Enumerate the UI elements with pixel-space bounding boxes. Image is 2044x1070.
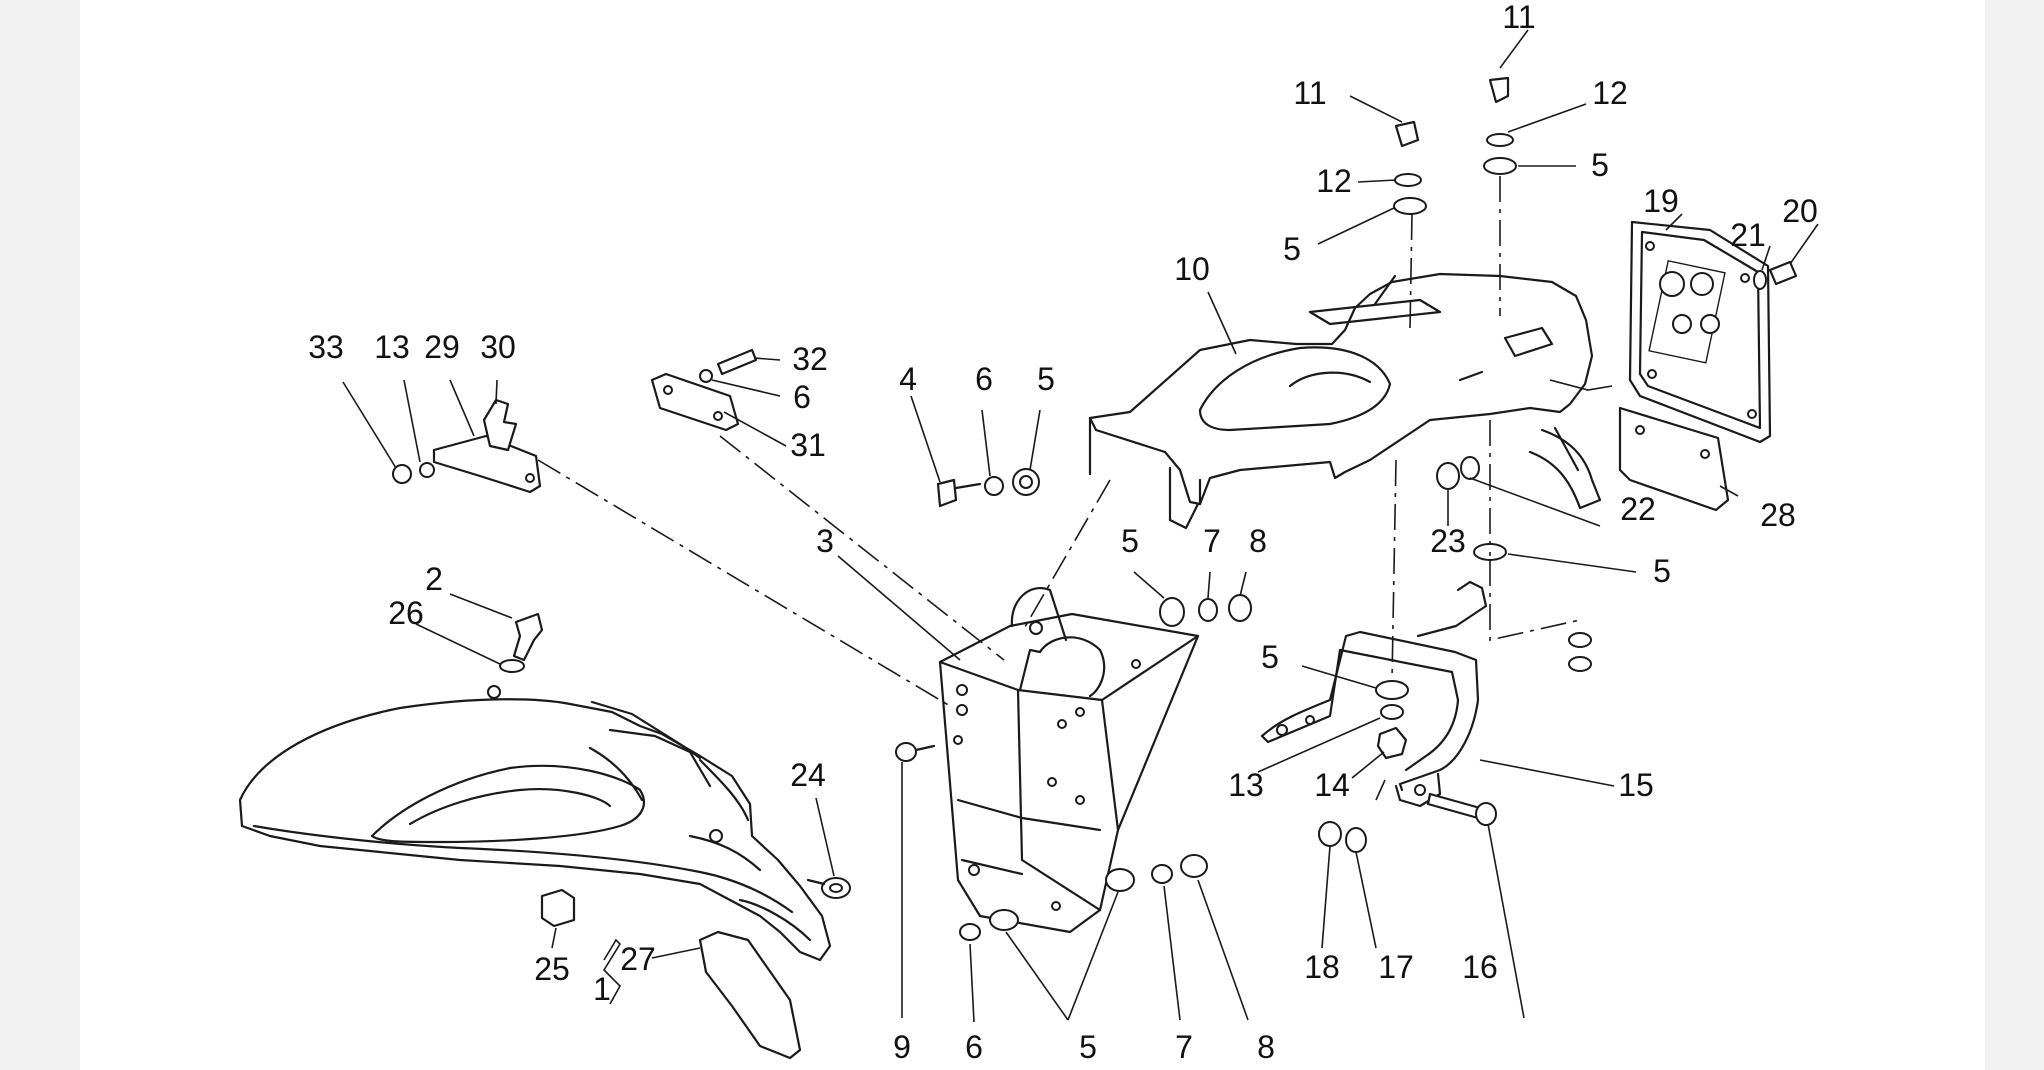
hardware-11-12-5-left [1393, 120, 1427, 215]
hardware-bottom-left [959, 854, 1208, 941]
callout-30: 30 [480, 329, 516, 365]
callout-23: 23 [1430, 523, 1466, 559]
callout-2: 2 [425, 561, 443, 597]
hardware-20-21 [1753, 260, 1798, 290]
callout-6-bottom: 6 [965, 1029, 983, 1065]
callout-5-top-right: 5 [1591, 147, 1609, 183]
callout-5-under-15: 5 [1261, 639, 1279, 675]
hardware-5-right-mid [1473, 543, 1592, 672]
mudguard-flap-part [698, 930, 802, 1060]
callout-26: 26 [388, 595, 424, 631]
callout-18: 18 [1304, 949, 1340, 985]
rear-frame-part [1088, 272, 1602, 530]
callout-13-left: 13 [374, 329, 410, 365]
callout-32: 32 [792, 341, 828, 377]
callout-5-frame: 5 [1037, 361, 1055, 397]
mudguard-support-part [938, 587, 1200, 934]
rear-mudguard-part [238, 685, 832, 962]
callout-5-centre: 5 [1121, 523, 1139, 559]
callout-8-bottom: 8 [1257, 1029, 1275, 1065]
callout-4: 4 [899, 361, 917, 397]
callout-29: 29 [424, 329, 460, 365]
callout-21: 21 [1730, 217, 1766, 253]
plate-holder-bracket-part [1260, 580, 1488, 808]
license-plate-bracket-part [1628, 220, 1772, 444]
callout-14: 14 [1314, 767, 1350, 803]
callout-11-left: 11 [1293, 75, 1326, 111]
callout-24: 24 [790, 757, 826, 793]
spacer-part [540, 888, 576, 928]
hardware-22-23 [1436, 456, 1480, 490]
callout-12-right: 12 [1592, 75, 1628, 111]
screw-and-washer-2-26 [499, 612, 544, 673]
callout-16: 16 [1462, 949, 1498, 985]
callout-12-left: 12 [1316, 163, 1352, 199]
callout-8-top: 8 [1249, 523, 1267, 559]
bracket-31-group [650, 348, 758, 432]
rear-reflector-part [1618, 406, 1730, 512]
callout-31: 31 [790, 427, 826, 463]
callout-19: 19 [1643, 183, 1679, 219]
callout-28: 28 [1760, 497, 1796, 533]
callout-5-top-left: 5 [1283, 231, 1301, 267]
eyelet-part [806, 877, 851, 899]
hardware-5-7-8-top [1159, 594, 1252, 627]
hardware-11-12-5-right [1483, 76, 1517, 175]
assembly-axes [537, 176, 1581, 801]
callout-9: 9 [893, 1029, 911, 1065]
callout-6-upper: 6 [793, 379, 811, 415]
callout-27: 27 [620, 941, 656, 977]
callout-15: 15 [1618, 767, 1654, 803]
callout-3: 3 [816, 523, 834, 559]
screw-9 [895, 735, 963, 762]
callout-33: 33 [308, 329, 344, 365]
hardware-5-13-14 [1375, 680, 1409, 760]
callout-7-top: 7 [1203, 523, 1221, 559]
callout-5-mid-right: 5 [1653, 553, 1671, 589]
callout-7-bottom: 7 [1175, 1029, 1193, 1065]
hardware-16-17-18 [1318, 792, 1497, 853]
leader-lines [342, 29, 1819, 1023]
callout-25: 25 [534, 951, 570, 987]
callout-13-right: 13 [1228, 767, 1264, 803]
callout-6-frame: 6 [975, 361, 993, 397]
callout-17: 17 [1378, 949, 1414, 985]
callout-5-bottom: 5 [1079, 1029, 1097, 1065]
callout-20: 20 [1782, 193, 1818, 229]
callout-1: 1 [593, 971, 611, 1007]
left-margin-bar [0, 0, 80, 1070]
callout-10: 10 [1174, 251, 1210, 287]
right-margin-bar [1985, 0, 2044, 1070]
callout-labels: 11 11 12 12 5 5 10 19 21 20 22 23 28 5 5… [308, 0, 1818, 1065]
callout-22: 22 [1620, 491, 1656, 527]
hardware-4-6-5 [936, 468, 1040, 508]
bracket-29-30-group [392, 398, 542, 494]
callout-11-right: 11 [1502, 0, 1535, 35]
